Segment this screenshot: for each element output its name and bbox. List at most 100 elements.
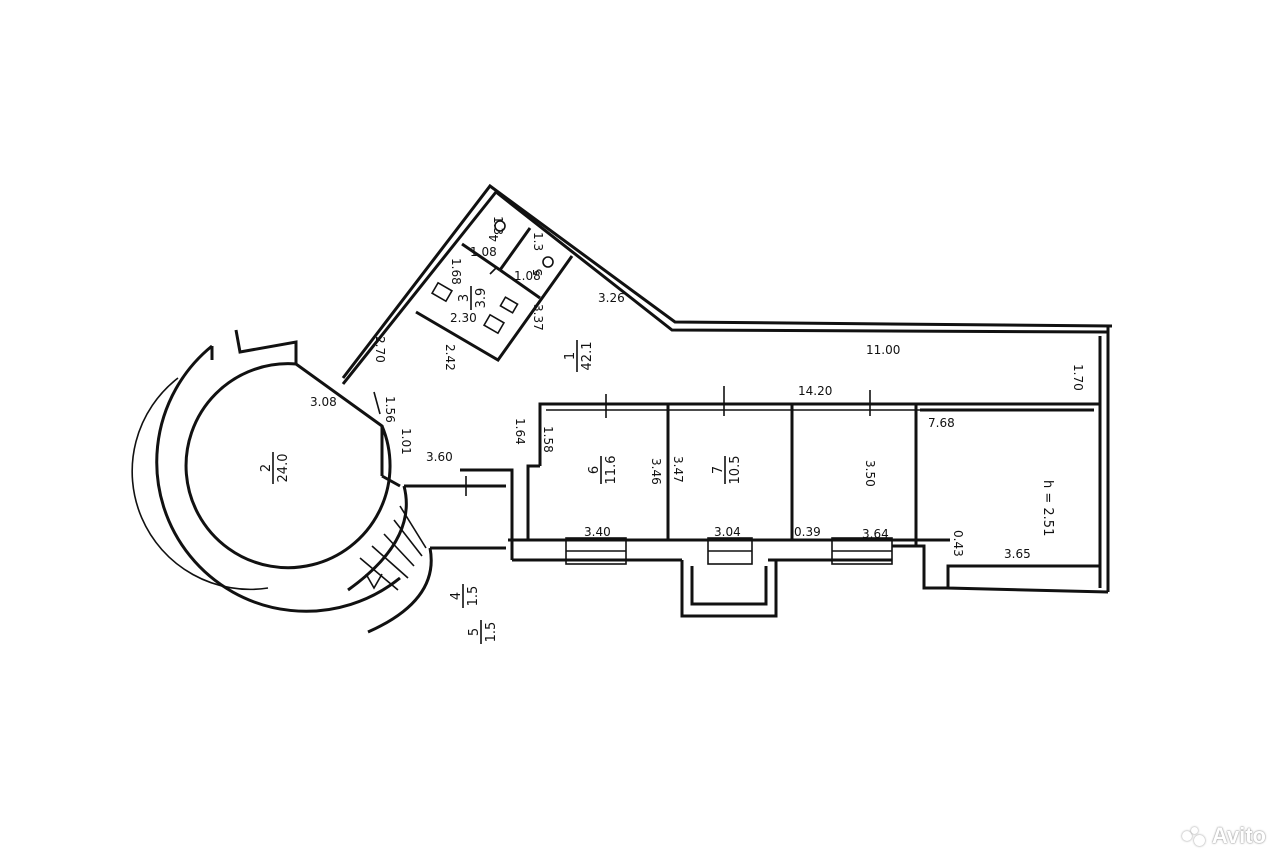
- avito-watermark: Avito: [1181, 823, 1266, 849]
- wall-entry-east: [460, 468, 514, 560]
- room-7-label: 7 10.5: [711, 456, 743, 485]
- room-number: 4: [449, 592, 464, 600]
- dim-label: 2.42: [443, 344, 457, 371]
- round-wall-inner: [184, 362, 392, 570]
- stair-step: [359, 557, 399, 591]
- dim-label: 3.64: [862, 527, 889, 541]
- bath-split-3: [499, 268, 541, 300]
- dim-label: 1.01: [399, 428, 413, 455]
- dim-label: 3.50: [863, 460, 877, 487]
- round-wall-north-stub: [234, 329, 298, 364]
- room-area: 3.9: [474, 288, 489, 309]
- dim-label: 1.64: [513, 418, 527, 445]
- dim-label: 3.60: [426, 450, 453, 464]
- room-area: 42.1: [580, 342, 595, 371]
- stair-step: [383, 533, 415, 567]
- sink-fixture: [542, 256, 554, 268]
- stair-inner-curve: [347, 485, 408, 592]
- round-room: [131, 329, 401, 613]
- stair-arrow: [365, 573, 383, 590]
- toilet-fixture: [430, 281, 454, 303]
- watermark-text: Avito: [1211, 823, 1266, 848]
- room-1-label: 1 42.1: [563, 340, 595, 372]
- dim-label: 3.37: [531, 304, 545, 331]
- dim-label: 1.58: [541, 426, 555, 453]
- wall-room6-west: [526, 464, 540, 540]
- wall-south-step: [892, 544, 948, 590]
- room-number: 1: [563, 352, 578, 360]
- round-wall-outer: [155, 344, 401, 613]
- dim-label: 1.70: [1071, 364, 1085, 391]
- dim-label: 0.43: [951, 530, 965, 557]
- room-number: 7: [711, 466, 726, 474]
- dim-label: 3.26: [598, 291, 625, 305]
- partitions: [373, 386, 1100, 546]
- wall-bay-inner: [690, 566, 768, 606]
- round-wall-east-link: [381, 474, 401, 488]
- wc-number: 5: [531, 268, 545, 276]
- wall-west-diagonal: [341, 191, 498, 385]
- round-window-line: [131, 377, 269, 591]
- room-number: 6: [587, 466, 602, 474]
- room-2-label: 2 24.0: [259, 452, 291, 484]
- outer-walls: [341, 183, 1113, 618]
- room-area: 24.0: [276, 454, 291, 483]
- bath-door: [489, 267, 497, 275]
- ceiling-height: h = 2.51: [1040, 480, 1055, 536]
- dim-label: 1.08: [514, 269, 541, 283]
- dim-label: 14.20: [798, 384, 832, 398]
- door-mark: [373, 391, 381, 415]
- stair-step: [393, 519, 423, 557]
- stair-step: [371, 545, 409, 579]
- dim-label: 3.04: [714, 525, 741, 539]
- stair-step: [399, 505, 427, 549]
- bathroom-block: [415, 220, 574, 362]
- room-area: 10.5: [728, 456, 743, 485]
- dim-label: 3.08: [310, 395, 337, 409]
- sink-fixture: [494, 220, 506, 232]
- dim-label: 3.46: [649, 458, 663, 485]
- dim-label: 11.00: [866, 343, 900, 357]
- dim-label: 2.30: [450, 311, 477, 325]
- avito-logo-icon: [1181, 827, 1208, 846]
- dimension-labels: 3.26 11.00 1.70 14.20 7.68 2.70 1.56 3.0…: [310, 245, 1085, 561]
- room-area: 11.6: [604, 456, 619, 485]
- dim-label: 1.68: [449, 258, 463, 285]
- wc-area: 1.3: [491, 216, 505, 235]
- room-3-label: 3 3.9: [457, 286, 489, 310]
- bath-outer: [415, 255, 574, 362]
- room-area: 1.5: [466, 586, 481, 607]
- room-4-label: 4 1.5: [449, 584, 481, 608]
- wc-area: 1.3: [531, 232, 545, 251]
- toilet-fixture: [482, 313, 506, 335]
- wc-number: 4: [487, 234, 501, 242]
- room-number: 2: [259, 464, 274, 472]
- round-wall-east: [295, 362, 384, 476]
- wall-bay-outer: [680, 560, 778, 618]
- room-6-label: 6 11.6: [587, 456, 619, 485]
- bath-split-2: [498, 227, 532, 271]
- toilet-fixture: [499, 296, 519, 314]
- bath-split-1: [461, 242, 501, 272]
- dim-label: 2.70: [373, 336, 387, 363]
- windows: [565, 537, 893, 565]
- dim-label: 1.08: [470, 245, 497, 259]
- dim-label: 1.56: [383, 396, 397, 423]
- room-number: 5: [467, 628, 482, 636]
- area-labels: 1 42.1 2 24.0 3 3.9 4 1.5 5 1.5 6 11.6: [259, 216, 1055, 644]
- wall-south-east: [946, 564, 1109, 594]
- staircase: [347, 485, 433, 634]
- wall-rooms-top: [538, 402, 1100, 466]
- wall-north-inner: [495, 190, 1109, 334]
- dim-label: 3.40: [584, 525, 611, 539]
- wall-north: [341, 183, 1113, 379]
- stair-outer-curve: [367, 547, 433, 634]
- dim-label: 7.68: [928, 416, 955, 430]
- room-area: 1.5: [484, 622, 499, 643]
- room-number: 3: [457, 294, 472, 302]
- dim-label: 3.65: [1004, 547, 1031, 561]
- dim-label: 3.47: [671, 456, 685, 483]
- dim-label: 0.39: [794, 525, 821, 539]
- room-5-label: 5 1.5: [467, 620, 499, 644]
